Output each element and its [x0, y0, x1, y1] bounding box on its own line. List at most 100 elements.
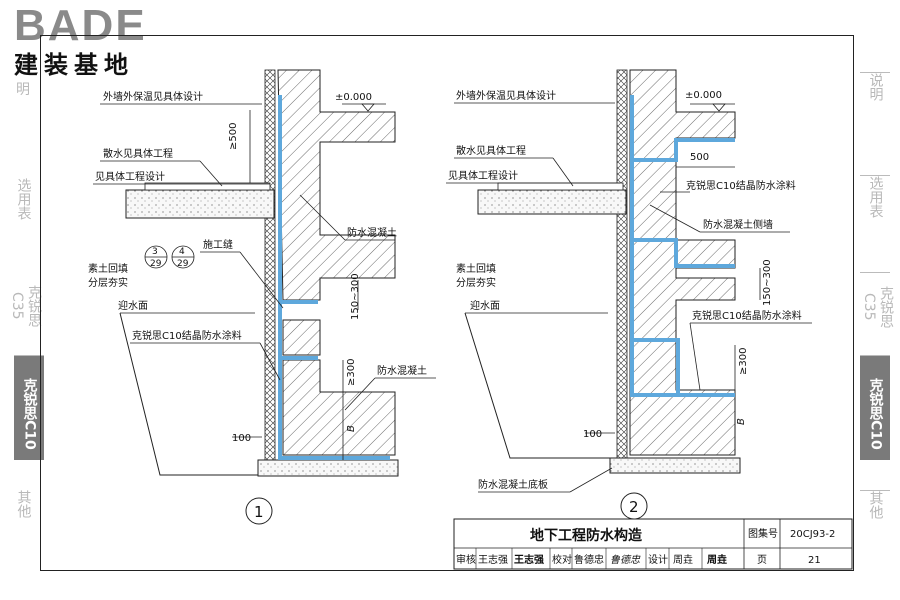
side-tab-c35[interactable]: 克锐思C35	[860, 272, 894, 341]
label-apron: 散水见具体工程	[103, 147, 173, 160]
title-block: 地下工程防水构造 图集号 20CJ93-2 审核 王志强 王志强 校对 鲁德忠 …	[453, 518, 853, 570]
waterproof-coating-low	[632, 338, 680, 395]
check-label: 校对	[552, 553, 572, 566]
label-coating-bottom: 克锐思C10结晶防水涂料	[692, 309, 802, 322]
ref-bottom: 29	[150, 259, 162, 269]
label-apron-design: 见具体工程设计	[95, 170, 165, 183]
waterproof-coating-mid	[632, 238, 735, 268]
logo-text-cn: 建装基地	[14, 51, 134, 79]
page-number: 21	[808, 555, 821, 566]
dim-300: ≥300	[346, 359, 357, 386]
side-tab-c10[interactable]: 克锐思C10	[860, 355, 890, 460]
left-tab-label: 克锐思C35	[9, 285, 42, 327]
side-tab-label: 克锐思C10	[867, 378, 884, 450]
dim-500: 500	[690, 152, 709, 163]
apron-surface	[144, 182, 271, 191]
label-concrete-top: 防水混凝土	[347, 226, 397, 239]
level-label: ±0.000	[335, 92, 372, 103]
label-coating: 克锐思C10结晶防水涂料	[132, 329, 242, 342]
label-backfill-2: 分层夯实	[456, 276, 496, 289]
dim-b: B	[736, 418, 747, 425]
insulation-layer	[264, 69, 276, 476]
wall-concrete	[629, 69, 736, 456]
side-tab-label: 其他	[867, 491, 884, 519]
left-tab-c10[interactable]: 克锐思C10	[14, 355, 44, 460]
upper-wall-concrete	[277, 69, 396, 301]
side-tab-label: 选用表	[867, 176, 884, 218]
label-water-face: 迎水面	[470, 300, 500, 312]
excavation-line	[464, 312, 610, 459]
waterproof-coating	[630, 95, 735, 397]
level-label: ±0.000	[685, 90, 722, 101]
dim-500: ≥500	[228, 123, 239, 150]
label-concrete-bottom: 防水混凝土	[377, 364, 427, 377]
left-tab-label: 其他	[15, 490, 32, 518]
level-marker-icon	[712, 103, 726, 112]
joint-wall-concrete	[282, 319, 321, 356]
logo-text-en: BADE	[14, 1, 147, 50]
side-tab-selection[interactable]: 选用表	[860, 175, 890, 236]
dim-100: 100	[583, 429, 602, 440]
apron-surface	[497, 182, 624, 191]
label-apron: 散水见具体工程	[456, 144, 526, 157]
level-marker-icon	[361, 103, 375, 112]
side-tab-explanation[interactable]: 说明	[860, 72, 890, 135]
designer-name: 周垚	[673, 554, 693, 566]
ref-top: 3	[152, 247, 158, 257]
left-tab-c35[interactable]: 克锐思C35	[8, 272, 42, 340]
excavation-line	[119, 312, 258, 476]
detail-number: 1	[254, 503, 264, 521]
atlas-label: 图集号	[748, 527, 778, 540]
label-backfill-2: 分层夯实	[88, 276, 128, 289]
title-block-title: 地下工程防水构造	[530, 527, 642, 544]
left-tab-label: 选用表	[15, 178, 32, 220]
apron-slab	[125, 189, 275, 219]
dim-150-300: 150~300	[762, 259, 773, 306]
lower-wall-concrete	[282, 359, 396, 456]
logo: BADE 建装基地	[14, 4, 147, 80]
reviewer-name: 王志强	[478, 553, 508, 566]
waterproof-coating-top	[632, 138, 735, 162]
label-insulation: 外墙外保温见具体设计	[103, 90, 203, 103]
reviewer-signature: 王志强	[514, 553, 544, 566]
side-tab-label: 克锐思C35	[861, 286, 894, 328]
apron-slab	[477, 189, 627, 215]
side-tab-other[interactable]: 其他	[860, 490, 890, 531]
checker-name: 鲁德忠	[574, 553, 604, 566]
left-tab-label: 明	[16, 82, 30, 98]
dim-300: ≥300	[738, 348, 749, 375]
base-blinding	[609, 457, 741, 474]
page-label: 页	[757, 554, 767, 566]
left-tab-explanation[interactable]: 明	[8, 82, 38, 102]
detail-1: ±0.000 外墙外保温见具体设计 散水见具体工程 见具体工程设计 3 29 4…	[88, 69, 436, 525]
design-label: 设计	[648, 553, 668, 566]
label-base-slab: 防水混凝土底板	[478, 478, 548, 491]
detail-number: 2	[629, 498, 639, 516]
label-construction-joint: 施工缝	[203, 238, 233, 251]
waterproof-coating	[278, 95, 390, 460]
label-water-face: 迎水面	[118, 300, 148, 312]
dim-100: 100	[232, 433, 251, 444]
dim-150-300: 150~300	[350, 273, 361, 320]
label-insulation: 外墙外保温见具体设计	[456, 89, 556, 102]
label-side-wall: 防水混凝土侧墙	[703, 218, 773, 231]
dim-b: B	[346, 425, 357, 432]
left-tab-other[interactable]: 其他	[8, 490, 38, 530]
base-blinding	[257, 459, 399, 477]
review-label: 审核	[456, 553, 476, 566]
side-tab-label: 说明	[867, 73, 884, 101]
drawing-frame	[40, 35, 854, 571]
insulation-layer	[616, 69, 628, 459]
label-apron-design: 见具体工程设计	[448, 169, 518, 182]
designer-signature: 周垚	[707, 553, 727, 566]
label-backfill-1: 素土回填	[88, 262, 128, 275]
detail-2: ±0.000 外墙外保温见具体设计 散水见具体工程 见具体工程设计 500 克锐…	[446, 69, 812, 520]
ref-bottom: 29	[177, 259, 189, 269]
atlas-number: 20CJ93-2	[790, 529, 835, 540]
left-tab-label: 克锐思C10	[21, 378, 38, 450]
detail-number-circle	[245, 497, 273, 525]
label-coating-top: 克锐思C10结晶防水涂料	[686, 179, 796, 192]
checker-signature: 鲁德忠	[610, 554, 641, 566]
left-tab-selection[interactable]: 选用表	[8, 178, 38, 238]
